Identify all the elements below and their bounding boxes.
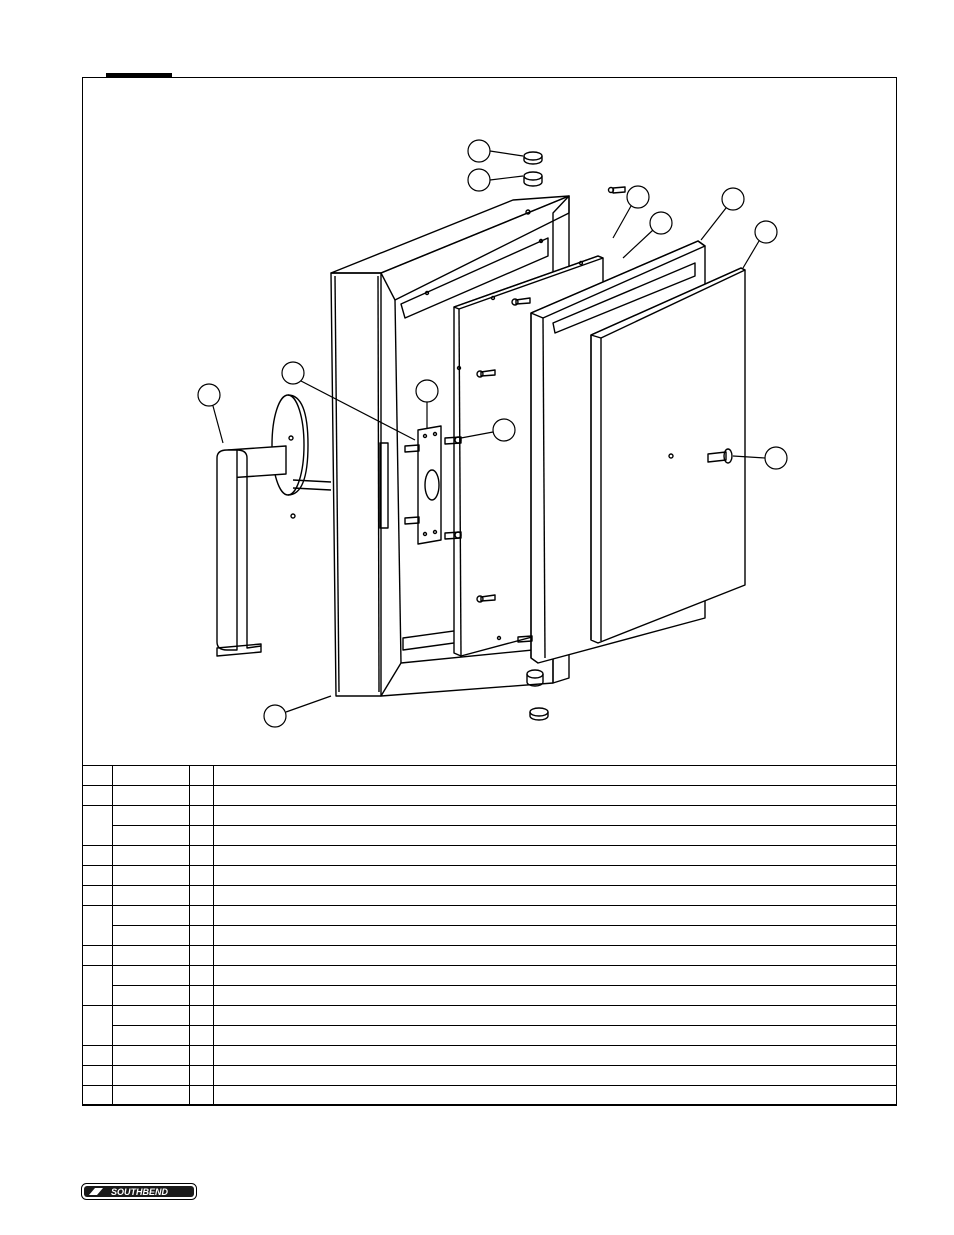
part-number-cell <box>112 1045 190 1066</box>
description-cell <box>213 905 897 926</box>
qty-cell <box>189 845 214 866</box>
item-cell <box>82 865 113 886</box>
part-number-cell <box>112 905 190 926</box>
qty-cell <box>189 905 214 926</box>
part-number-cell <box>112 1065 190 1086</box>
description-cell <box>213 845 897 866</box>
qty-cell <box>189 885 214 906</box>
qty-cell <box>189 1005 214 1026</box>
qty-cell <box>189 965 214 986</box>
item-cell <box>82 785 113 806</box>
qty-cell <box>189 785 214 806</box>
part-number-cell <box>112 865 190 886</box>
part-number-cell <box>112 945 190 966</box>
part-number-cell <box>112 785 190 806</box>
description-cell <box>213 1045 897 1066</box>
table-row <box>82 1085 897 1106</box>
description-cell <box>213 785 897 806</box>
item-cell <box>82 765 113 786</box>
parts-table-body <box>82 765 897 1106</box>
table-row <box>83 925 897 946</box>
part-number-cell <box>112 1005 190 1026</box>
qty-cell <box>189 805 214 826</box>
description-cell <box>213 1025 897 1046</box>
item-cell <box>82 1045 113 1066</box>
page-tab-mark <box>106 73 172 77</box>
table-row <box>83 1025 897 1046</box>
table-row <box>82 1045 897 1066</box>
part-number-cell <box>112 805 190 826</box>
qty-cell <box>189 865 214 886</box>
table-row <box>82 885 897 906</box>
part-number-cell <box>112 845 190 866</box>
qty-cell <box>189 1065 214 1086</box>
qty-cell <box>189 1025 214 1046</box>
item-cell <box>82 1005 113 1046</box>
panel-screws <box>476 297 531 603</box>
qty-cell <box>189 1085 214 1106</box>
item-cell <box>82 805 113 846</box>
qty-cell <box>189 925 214 946</box>
svg-text:SOUTHBEND: SOUTHBEND <box>111 1187 169 1197</box>
description-cell <box>213 925 897 946</box>
qty-cell <box>189 1045 214 1066</box>
table-row <box>82 865 897 886</box>
part-number-cell <box>112 1025 190 1046</box>
part-number-cell <box>112 985 190 1006</box>
table-row <box>82 765 897 786</box>
description-cell <box>213 865 897 886</box>
item-cell <box>82 885 113 906</box>
table-row <box>82 905 897 946</box>
part-number-cell <box>112 885 190 906</box>
description-cell <box>213 985 897 1006</box>
latch-plate <box>404 425 462 545</box>
description-cell <box>213 1085 897 1106</box>
item-cell <box>82 965 113 1006</box>
part-number-cell <box>112 765 190 786</box>
description-cell <box>213 885 897 906</box>
exploded-door-diagram <box>83 78 896 765</box>
qty-cell <box>189 985 214 1006</box>
table-row <box>82 805 897 846</box>
item-cell <box>82 845 113 866</box>
qty-cell <box>189 825 214 846</box>
part-number-cell <box>112 825 190 846</box>
part-number-cell <box>112 925 190 946</box>
description-cell <box>213 1065 897 1086</box>
qty-cell <box>189 945 214 966</box>
part-number-cell <box>112 1085 190 1106</box>
door-handle <box>216 394 332 657</box>
item-cell <box>82 945 113 966</box>
description-cell <box>213 1005 897 1026</box>
table-row <box>82 1005 897 1046</box>
parts-table <box>82 765 897 1106</box>
qty-cell <box>189 765 214 786</box>
part-number-cell <box>112 965 190 986</box>
item-cell <box>82 1065 113 1086</box>
table-row <box>82 945 897 966</box>
description-cell <box>213 805 897 826</box>
table-row <box>82 845 897 866</box>
description-cell <box>213 945 897 966</box>
description-cell <box>213 965 897 986</box>
southbend-logo: SOUTHBEND <box>81 1183 197 1200</box>
front-panel <box>590 267 746 644</box>
description-cell <box>213 825 897 846</box>
item-cell <box>82 1085 113 1106</box>
table-row <box>82 785 897 806</box>
table-row <box>83 985 897 1006</box>
table-row <box>82 1065 897 1086</box>
table-row <box>82 965 897 1006</box>
callout-balloons <box>197 139 788 728</box>
table-row <box>83 825 897 846</box>
description-cell <box>213 765 897 786</box>
hinge-bushings <box>523 151 549 721</box>
item-cell <box>82 905 113 946</box>
